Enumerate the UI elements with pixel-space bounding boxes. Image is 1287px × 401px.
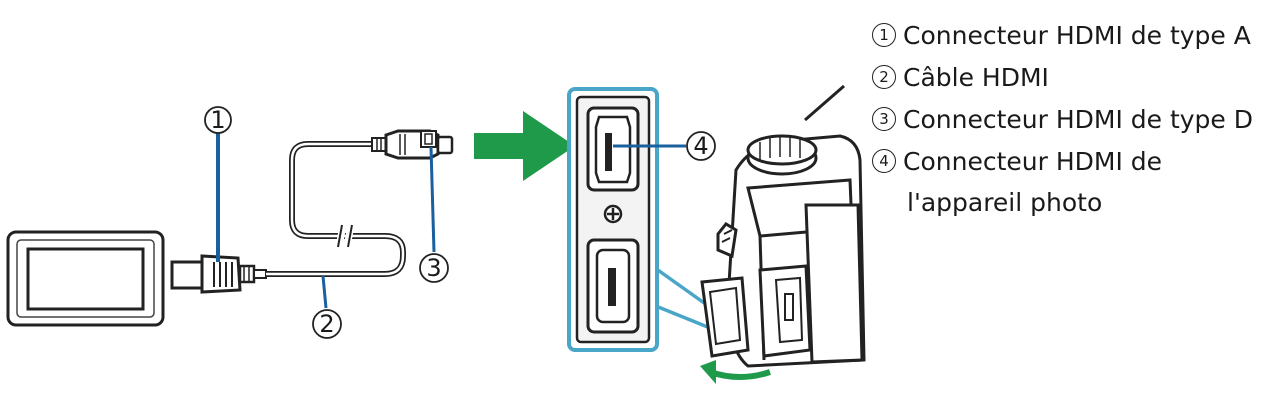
camera-body: [700, 84, 866, 368]
insert-arrow: [474, 111, 575, 181]
legend-item-4: 4 Connecteur HDMI de: [872, 140, 1284, 182]
callout-2-label: 2: [319, 310, 334, 338]
callout-3: 3: [419, 146, 449, 283]
legend-text-4: Connecteur HDMI de: [903, 146, 1163, 176]
monitor: [6, 230, 165, 327]
hdmi-type-d-plug: [371, 129, 454, 160]
callout-4-label: 4: [693, 132, 708, 160]
legend-text-2: Câble HDMI: [903, 62, 1049, 92]
callout-2: 2: [312, 275, 342, 339]
legend-text-1: Connecteur HDMI de type A: [903, 20, 1251, 50]
legend-number-1: 1: [872, 23, 896, 47]
legend-number-3: 3: [872, 107, 896, 131]
legend-text-4-continued: l'appareil photo: [907, 187, 1103, 217]
callout-3-label: 3: [426, 254, 441, 282]
cover-open-arrow: [700, 360, 771, 384]
legend-number-4: 4: [872, 149, 896, 173]
legend: 1 Connecteur HDMI de type A 2 Câble HDMI…: [872, 14, 1284, 222]
hdmi-cable: [266, 141, 406, 277]
camera-port-zoom-panel: [567, 87, 716, 352]
legend-text-3: Connecteur HDMI de type D: [903, 104, 1253, 134]
legend-item-1: 1 Connecteur HDMI de type A: [872, 14, 1284, 56]
legend-item-3: 3 Connecteur HDMI de type D: [872, 98, 1284, 140]
legend-item-4-continued: l'appareil photo: [872, 182, 1284, 222]
callout-1: 1: [204, 106, 232, 262]
legend-item-2: 2 Câble HDMI: [872, 56, 1284, 98]
legend-number-2: 2: [872, 65, 896, 89]
callout-4: 4: [613, 131, 716, 161]
hdmi-type-a-plug: [170, 254, 267, 294]
callout-1-label: 1: [210, 106, 225, 134]
